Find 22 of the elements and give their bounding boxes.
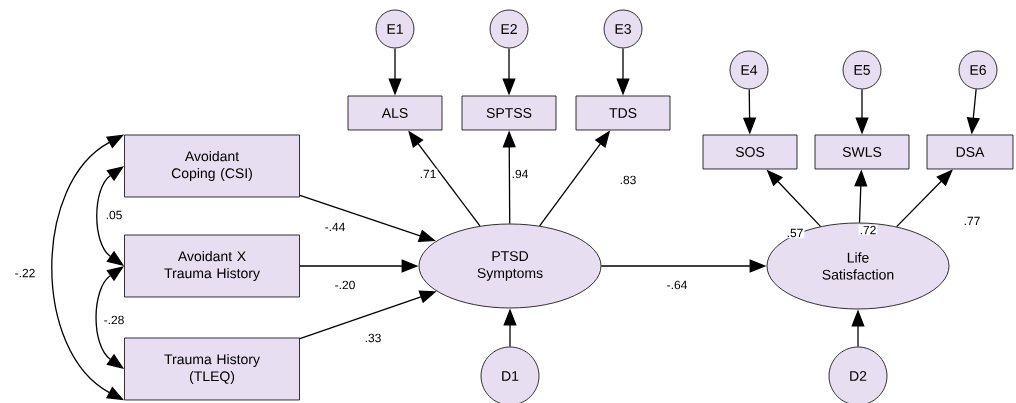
observed-variable-box: SOS — [702, 134, 798, 170]
edge-label: .05 — [104, 209, 124, 221]
edge-label: .83 — [618, 174, 638, 186]
edge-label: .57 — [785, 227, 805, 239]
edge-label: .33 — [363, 332, 383, 344]
edge-label: .77 — [962, 215, 982, 227]
observed-variable-box: TDS — [575, 95, 671, 131]
edge-label: .72 — [858, 224, 878, 236]
observed-variable-box: ALS — [347, 95, 443, 131]
edge-label: -.22 — [13, 267, 37, 279]
edge-label: -.28 — [102, 314, 126, 326]
observed-variable-box: Avoidant Coping (CSI) — [124, 134, 300, 198]
edge-label: -.64 — [665, 279, 689, 291]
observed-variable-box: Trauma History (TLEQ) — [124, 337, 300, 401]
edge-label: -.44 — [323, 221, 347, 233]
observed-variable-box: Avoidant X Trauma History — [124, 234, 300, 298]
observed-variable-box: SPTSS — [461, 95, 557, 131]
edge-label: .71 — [418, 168, 438, 180]
edge-label: -.20 — [333, 279, 357, 291]
observed-variable-box: DSA — [926, 134, 1014, 170]
edge-label: .94 — [510, 168, 530, 180]
observed-variable-box: SWLS — [814, 134, 910, 170]
